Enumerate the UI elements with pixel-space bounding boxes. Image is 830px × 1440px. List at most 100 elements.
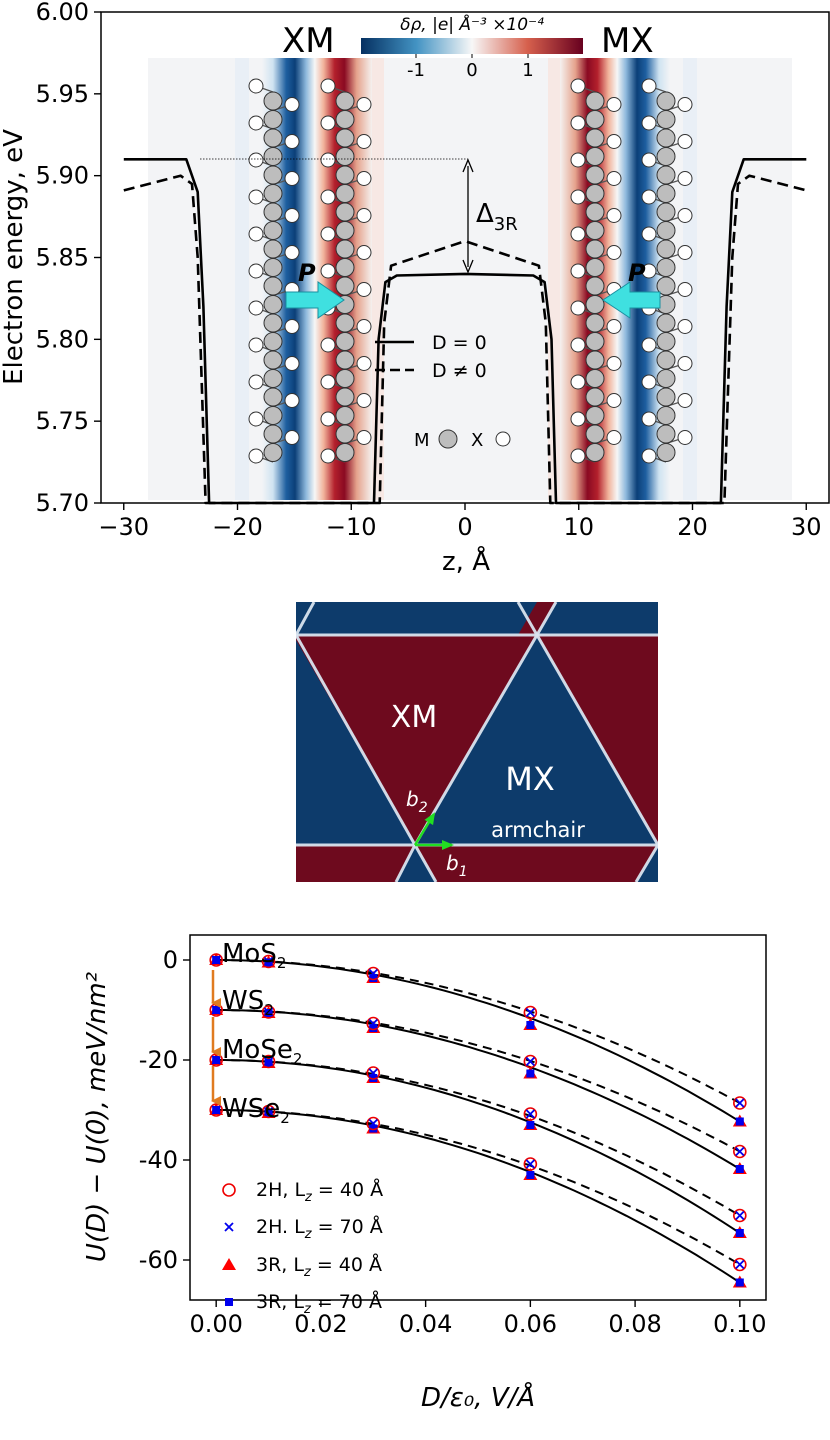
m-atom — [585, 184, 605, 203]
m-atom — [335, 313, 355, 333]
x-atom — [284, 319, 300, 334]
point-2h-40 — [261, 954, 276, 969]
x-tick-label: 30 — [791, 513, 822, 541]
domain-mx — [415, 635, 658, 845]
x-atom — [570, 300, 586, 316]
fit-2h — [216, 1109, 741, 1266]
m-atom — [585, 128, 605, 148]
x-tick-label: 0.10 — [713, 1310, 766, 1338]
point-2h-70 — [525, 1056, 536, 1067]
delta-arrow-head-bottom — [462, 259, 474, 274]
energy-curves — [123, 158, 807, 505]
m-atom — [656, 91, 676, 111]
point-2h-70 — [263, 956, 274, 967]
legend-label-tail: = 40 Å — [312, 1178, 383, 1201]
x-atom — [284, 245, 300, 260]
x-atom — [677, 430, 693, 445]
m-atom — [335, 239, 355, 259]
delta-arrow-head-top — [462, 158, 474, 173]
legend-label-tail: = 40 Å — [311, 1253, 382, 1276]
point-2h-40 — [366, 1066, 381, 1080]
m-atom — [263, 276, 283, 296]
legend-label: 3R, Lz = 40 Å — [256, 1253, 382, 1280]
m-atom — [656, 258, 676, 277]
point-2h-40 — [733, 1208, 747, 1223]
x-tick-label: 0.02 — [294, 1310, 347, 1338]
mx-label: MX — [601, 21, 654, 61]
legend-label-main: 2H. L — [256, 1216, 305, 1238]
m-atom — [585, 91, 605, 111]
x-atom — [284, 356, 300, 371]
y-tick-label: 5.75 — [36, 407, 89, 435]
legend-label-sub: z — [303, 1265, 312, 1280]
m-atom — [263, 350, 283, 370]
m-atom — [656, 239, 676, 259]
point-3r-70 — [526, 1069, 535, 1078]
point-2h-70 — [368, 968, 378, 979]
m-atom — [263, 295, 283, 314]
x-atom — [248, 337, 264, 353]
legend-label-tail: = 70 Å — [312, 1215, 383, 1238]
point-3r-70 — [264, 1109, 273, 1117]
m-atom — [335, 221, 355, 240]
x-atom — [606, 319, 622, 334]
material-label-main: WSe — [222, 1094, 280, 1124]
m-atom — [335, 424, 355, 444]
x-atom — [248, 448, 264, 464]
point-2h-40 — [733, 1096, 747, 1110]
domain-label-mx: MX — [505, 760, 555, 798]
xm-label: XM — [282, 21, 335, 61]
x-atom — [677, 134, 693, 149]
x-atom — [248, 78, 264, 94]
y-tick-label: 6.00 — [36, 0, 89, 26]
m-atom — [263, 147, 283, 166]
point-2h-70 — [368, 1118, 378, 1129]
m-atom — [335, 165, 355, 185]
m-atom — [335, 258, 355, 277]
legend-marker-triangle — [222, 1258, 236, 1270]
x-atom — [320, 152, 336, 168]
legend-energy: D = 0 D ≠ 0 — [375, 332, 487, 382]
x-atom — [606, 134, 622, 149]
x-atom — [356, 134, 372, 149]
atom-legend-x: X — [471, 430, 483, 451]
colorbar: δρ, |e| Å⁻³ ×10⁻⁴ -1 0 1 — [361, 13, 583, 81]
x-tick-label: 0.04 — [399, 1310, 452, 1338]
material-label-sub: 2 — [277, 954, 287, 972]
point-3r-70 — [526, 1021, 535, 1029]
m-atom — [335, 387, 355, 407]
m-atom — [263, 424, 283, 444]
x-axis-label: z, Å — [442, 545, 490, 577]
m-atom — [585, 221, 605, 240]
x-atom — [641, 189, 657, 205]
y-axis-label: Electron energy, eV — [0, 129, 29, 385]
x-atom — [320, 337, 336, 353]
material-label: MoSe2 — [222, 1035, 302, 1068]
x-atom — [356, 208, 372, 223]
legend-label-sub: z — [304, 1190, 313, 1205]
x-atom — [677, 97, 693, 112]
x-atom — [320, 374, 336, 390]
legend-label: 2H. Lz = 70 Å — [256, 1215, 383, 1242]
m-atom — [263, 258, 283, 277]
x-atom — [677, 356, 693, 371]
m-atom — [263, 110, 283, 129]
x-tick-label: 0.06 — [504, 1310, 557, 1338]
x-atom — [284, 134, 300, 149]
y-tick-label: -60 — [139, 1246, 178, 1274]
m-atom — [263, 221, 283, 240]
m-atom — [335, 202, 355, 222]
m-atom — [656, 110, 676, 129]
panel-energy: Δ3R P P XM MX δρ, |e| Å⁻³ ×10⁻⁴ -1 0 1 D… — [0, 0, 830, 577]
domain-wall — [413, 844, 438, 882]
m-atom — [585, 443, 605, 462]
m-atom — [263, 406, 283, 425]
m-atom — [585, 110, 605, 129]
x-atom — [606, 97, 622, 112]
m-atom — [656, 424, 676, 444]
domain-mx — [396, 845, 436, 882]
m-atom — [656, 313, 676, 333]
m-atom — [656, 147, 676, 166]
